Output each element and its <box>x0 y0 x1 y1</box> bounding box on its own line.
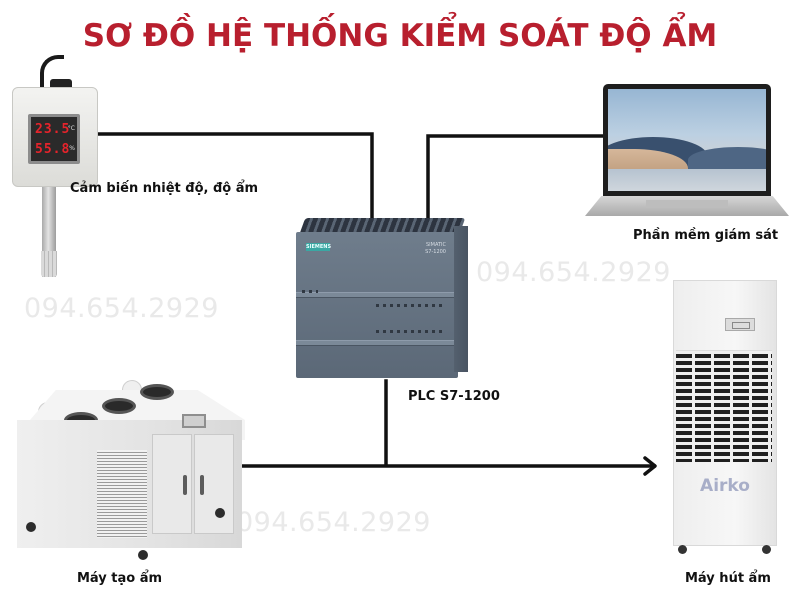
plc-io-leds <box>376 330 446 333</box>
humidifier-vent-grille <box>97 450 147 538</box>
door-handle <box>200 475 204 495</box>
caster-wheel <box>678 545 687 554</box>
plc-io-leds <box>376 304 446 307</box>
wallpaper-hill <box>688 147 766 173</box>
wire-laptop-plc <box>426 134 606 221</box>
humidifier-door-left <box>152 434 192 534</box>
wire-sensor-plc <box>96 132 374 220</box>
sensor-cable <box>40 55 64 89</box>
diagram-title: SƠ ĐỒ HỆ THỐNG KIỂM SOÁT ĐỘ ẨM <box>82 18 718 54</box>
door-handle <box>183 475 187 495</box>
humidity-temperature-sensor: 23.5 °C 55.8 % <box>10 55 100 280</box>
sensor-humidity-unit: % <box>69 145 75 152</box>
sensor-display: 23.5 °C 55.8 % <box>28 114 80 164</box>
humidifier-control-screen <box>182 414 206 428</box>
arrow-head-right-icon <box>643 456 657 476</box>
plc-model-text: SIMATIC S7-1200 <box>425 242 446 256</box>
humidifier-door-right <box>194 434 234 534</box>
humidifier-fan-icon <box>140 384 174 400</box>
watermark-phone: 094.654.2929 <box>236 507 431 538</box>
plc-label: PLC S7-1200 <box>408 389 500 404</box>
laptop-lid <box>603 84 771 196</box>
dehumidifier-vent-grille <box>676 350 772 462</box>
caster-wheel <box>762 545 771 554</box>
dehumidifier-control-panel <box>725 318 755 331</box>
laptop-label: Phần mềm giám sát <box>633 228 779 243</box>
caster-wheel <box>215 508 225 518</box>
laptop-screen <box>608 89 766 191</box>
plc-s7-1200: SIEMENS SIMATIC S7-1200 <box>296 218 468 378</box>
dehumidifier-brand-logo: Airko <box>700 476 750 496</box>
watermark-phone: 094.654.2929 <box>24 293 219 324</box>
humidifier-fan-icon <box>102 398 136 414</box>
plc-body: SIEMENS SIMATIC S7-1200 <box>296 232 458 378</box>
watermark-phone: 094.654.2929 <box>476 257 671 288</box>
humidifier-label: Máy tạo ẩm <box>77 571 163 586</box>
monitoring-laptop <box>585 84 789 224</box>
humidifier-machine <box>12 372 247 560</box>
plc-model-line2: S7-1200 <box>425 249 446 255</box>
sensor-label: Cảm biến nhiệt độ, độ ẩm <box>70 181 259 196</box>
dehumidifier-machine: Airko <box>670 280 780 556</box>
sensor-humidity-reading: 55.8 <box>35 142 71 157</box>
plc-rail-bottom <box>296 340 458 346</box>
plc-brand-logo: SIEMENS <box>306 243 332 251</box>
dehumidifier-label: Máy hút ẩm <box>685 571 771 586</box>
wallpaper-water <box>608 169 766 191</box>
sensor-probe-tip <box>41 251 57 277</box>
sensor-temperature-unit: °C <box>67 125 75 132</box>
caster-wheel <box>138 550 148 560</box>
plc-status-leds <box>302 290 318 293</box>
sensor-housing: 23.5 °C 55.8 % <box>12 87 98 187</box>
sensor-temperature-reading: 23.5 <box>35 122 71 137</box>
plc-model-line1: SIMATIC <box>425 242 446 248</box>
caster-wheel <box>26 522 36 532</box>
laptop-keyboard-base <box>585 196 789 216</box>
plc-side-panel <box>454 226 468 372</box>
plc-rail-top <box>296 292 458 298</box>
